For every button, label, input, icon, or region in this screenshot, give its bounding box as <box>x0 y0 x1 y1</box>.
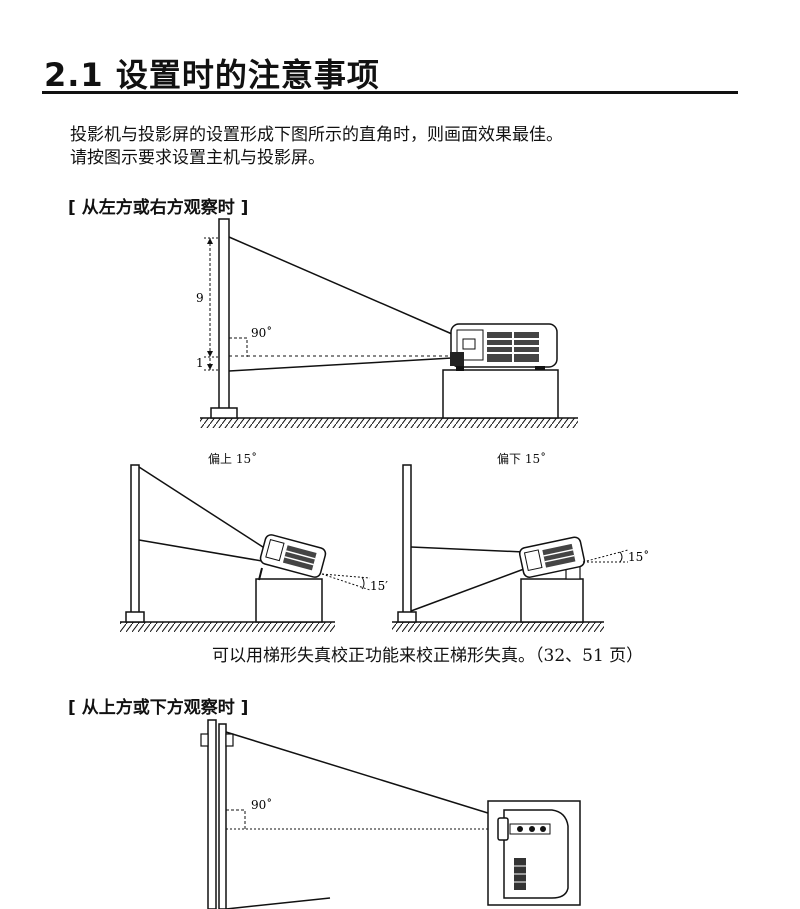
side-view-diagram: 9 1 90˚ <box>196 218 578 428</box>
projector-table <box>520 578 584 623</box>
right-angle-marker <box>229 337 248 357</box>
top-view-diagram: 90˚ <box>200 719 581 909</box>
projection-ray-top <box>228 236 453 335</box>
intro-line-2: 请按图示要求设置主机与投影屏。 <box>70 148 325 168</box>
projector-tilted <box>259 534 327 578</box>
dimension-label-9: 9 <box>196 291 204 305</box>
projection-ray-bottom <box>228 357 453 372</box>
title-underline <box>42 91 738 94</box>
projection-ray-top <box>225 731 505 819</box>
projector-tilted <box>518 536 586 578</box>
angle-label-90: 90˚ <box>251 325 272 340</box>
projector-table <box>255 578 323 623</box>
page-title: 2.1 设置时的注意事项 <box>44 56 380 94</box>
projector-table <box>442 369 559 419</box>
keystone-note: 可以用梯形失真校正功能来校正梯形失真。（32、51 页） <box>212 646 644 666</box>
screen-pole <box>130 464 140 614</box>
projection-ray-bottom <box>225 897 331 909</box>
tilt-up-diagram: 15′ <box>120 464 388 632</box>
tilt-up-caption: 偏上 15˚ <box>208 452 258 466</box>
dimension-label-1: 1 <box>196 356 204 370</box>
intro-text: 投影机与投影屏的设置形成下图所示的直角时，则画面效果最佳。 请按图示要求设置主机… <box>70 124 563 170</box>
projector-top-view <box>497 809 569 899</box>
screen-top-view <box>207 719 217 909</box>
intro-line-1: 投影机与投影屏的设置形成下图所示的直角时，则画面效果最佳。 <box>70 125 563 145</box>
floor-hatch <box>200 418 578 428</box>
tilt-down-caption: 偏下 15˚ <box>497 452 547 466</box>
tilt-down-angle-label: 15˚ <box>628 549 649 564</box>
top-angle-label-90: 90˚ <box>251 797 272 812</box>
screen-pole <box>218 218 230 410</box>
right-angle-marker <box>226 809 246 829</box>
projector-side <box>450 323 558 371</box>
tilt-down-diagram: 15˚ <box>392 464 649 632</box>
section-heading-top-view: [ 从上方或下方观察时 ] <box>68 698 249 718</box>
screen-pole <box>402 464 412 614</box>
screen-base <box>210 407 238 419</box>
section-heading-side-view: [ 从左方或右方观察时 ] <box>68 198 249 218</box>
tilt-up-angle-label: 15′ <box>370 579 388 593</box>
